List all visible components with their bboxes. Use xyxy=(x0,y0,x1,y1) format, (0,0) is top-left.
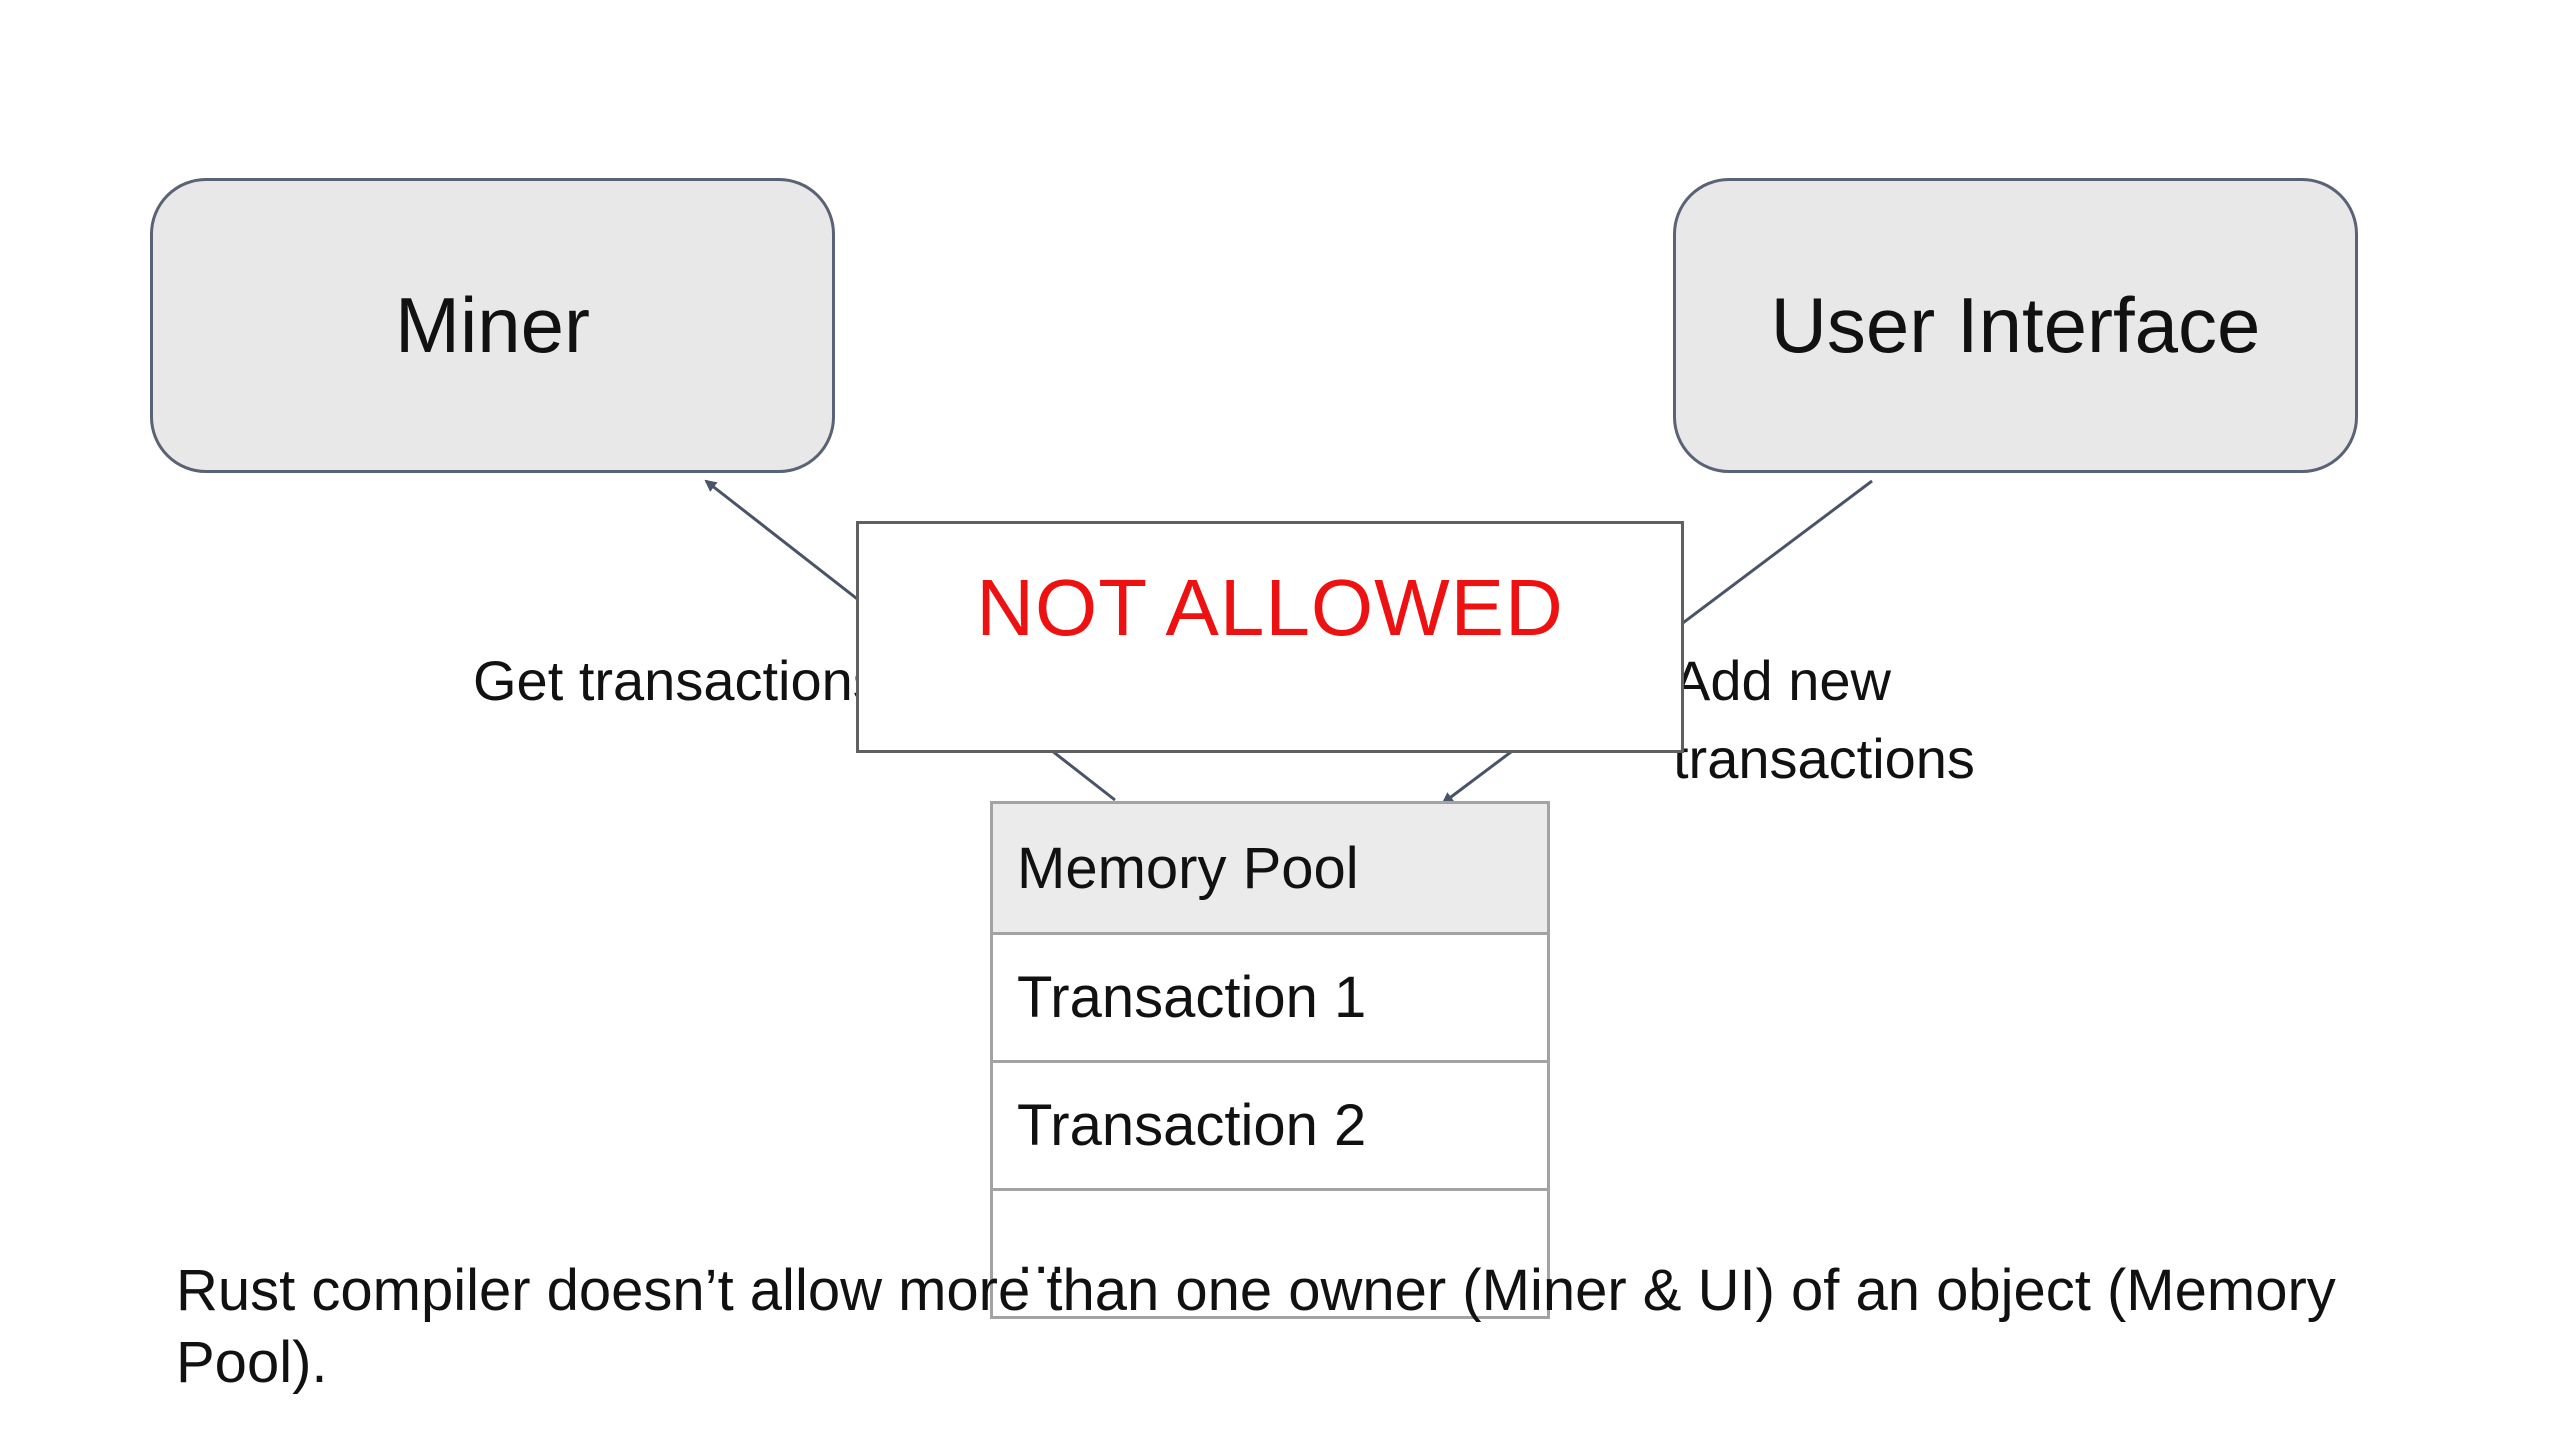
edge-label-add-new-transactions: Add new transactions xyxy=(1673,649,1975,790)
miner-node-label: Miner xyxy=(394,281,591,369)
user-interface-node: User Interface xyxy=(1673,178,2358,473)
caption-text: Rust compiler doesn’t allow more than on… xyxy=(176,1258,2336,1395)
memory-pool-row: Transaction 1 xyxy=(993,932,1547,1060)
memory-pool-header: Memory Pool xyxy=(993,804,1547,932)
not-allowed-text: NOT ALLOWED xyxy=(976,563,1564,652)
edge-label-get-transactions: Get transactions xyxy=(473,649,881,712)
miner-node: Miner xyxy=(150,178,835,473)
memory-pool-row: Transaction 2 xyxy=(993,1060,1547,1188)
memory-pool-table: Memory Pool Transaction 1 Transaction 2 … xyxy=(990,801,1550,1319)
not-allowed-overlay: NOT ALLOWED xyxy=(856,521,1684,753)
memory-pool-row-ellipsis: ... xyxy=(993,1188,1547,1316)
user-interface-node-label: User Interface xyxy=(1770,281,2261,369)
